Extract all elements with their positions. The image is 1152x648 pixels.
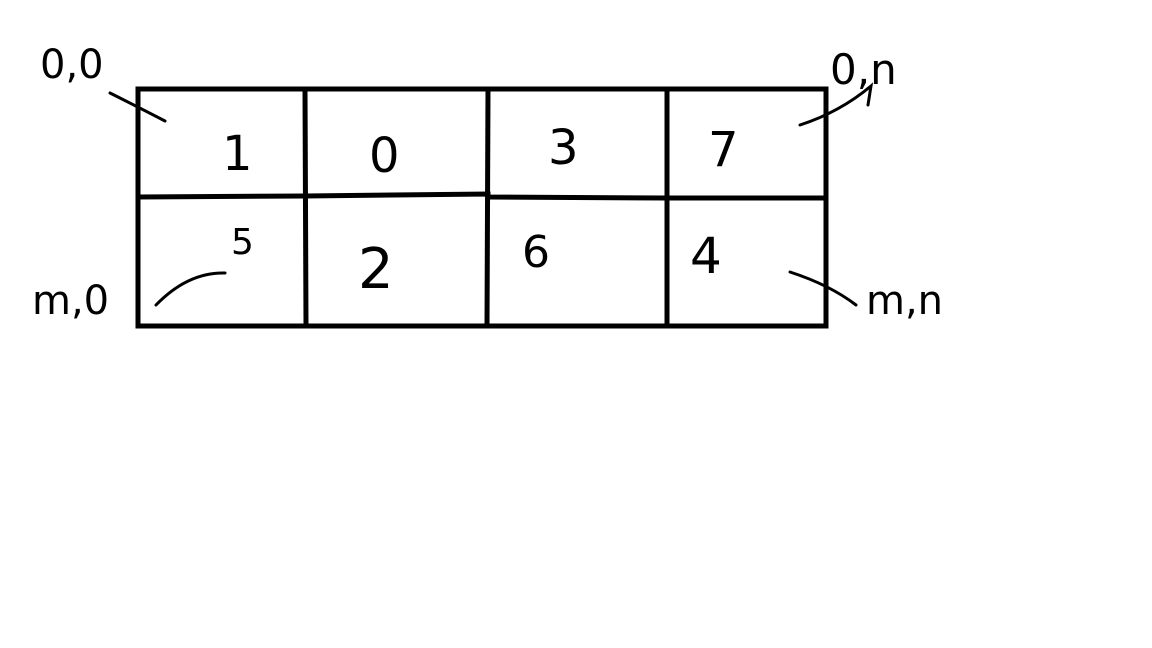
- cell-1-2: 6: [522, 227, 550, 278]
- cell-0-2: 3: [548, 120, 579, 176]
- cell-0-3: 7: [708, 122, 739, 178]
- column-divider-2: [484, 88, 491, 327]
- pointer-top-right: [798, 82, 874, 127]
- corner-label-bottom-left: m,0: [32, 278, 109, 324]
- cell-1-3: 4: [690, 227, 722, 285]
- cell-0-1: 0: [369, 128, 400, 184]
- cell-1-1: 2: [358, 237, 394, 302]
- column-divider-1: [302, 88, 309, 327]
- corner-label-top-left: 0,0: [40, 42, 104, 88]
- pointer-bottom-right: [788, 270, 858, 307]
- matrix-border: [135, 86, 829, 329]
- corner-label-bottom-right: m,n: [866, 278, 943, 324]
- corner-label-top-right: 0,n: [830, 45, 897, 94]
- cell-0-0: 1: [222, 126, 253, 182]
- cell-1-0: 5: [231, 222, 254, 263]
- pointer-top-left: [108, 91, 167, 123]
- pointer-bottom-left: [154, 271, 227, 307]
- row-divider: [137, 191, 826, 201]
